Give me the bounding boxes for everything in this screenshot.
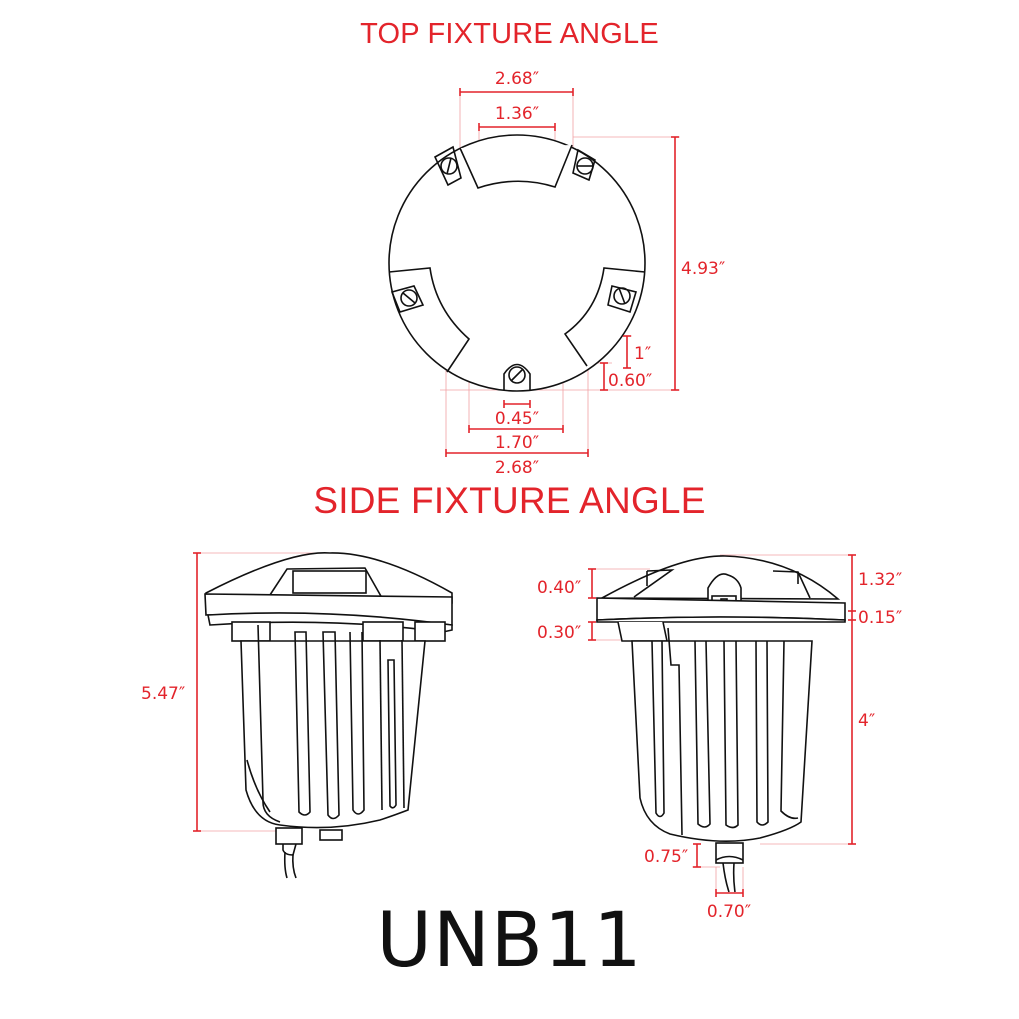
dim-dome-height: 0.40″: [537, 578, 581, 598]
side-fixture-angle-title: SIDE FIXTURE ANGLE: [313, 480, 706, 521]
dim-screw-offset: 0.60″: [608, 371, 652, 391]
dim-notch-depth: 1″: [634, 344, 651, 364]
dim-flange-thickness: 0.15″: [858, 608, 902, 628]
dim-cord-gland-height: 0.75″: [644, 847, 688, 867]
dim-overall-height: 5.47″: [141, 684, 185, 704]
dim-collar-height: 0.30″: [537, 623, 581, 643]
dim-cord-gland-width: 0.70″: [707, 902, 751, 922]
dim-bottom-inner-width: 1.70″: [495, 433, 539, 453]
model-number: UNB11: [376, 895, 643, 984]
dim-bottom-outer-width: 2.68″: [495, 458, 539, 478]
top-view: 2.68″ 1.36″ 4.93″ 1″ 0.60″ 0.45″ 1.70″ 2…: [388, 69, 725, 478]
dim-screw-tab-width: 0.45″: [495, 409, 539, 429]
side-view-left: 5.47″: [141, 552, 453, 879]
top-fixture-angle-title: TOP FIXTURE ANGLE: [360, 18, 659, 50]
dim-top-height: 1.32″: [858, 570, 902, 590]
dim-body-height: 4″: [858, 711, 875, 731]
side-view-right: 0.40″ 0.30″ 1.32″ 0.15″ 4″ 0.75″ 0.70″: [537, 554, 902, 922]
dim-top-outer-width: 2.68″: [495, 69, 539, 89]
dim-top-inner-width: 1.36″: [495, 104, 539, 124]
dim-overall-diameter: 4.93″: [681, 259, 725, 279]
